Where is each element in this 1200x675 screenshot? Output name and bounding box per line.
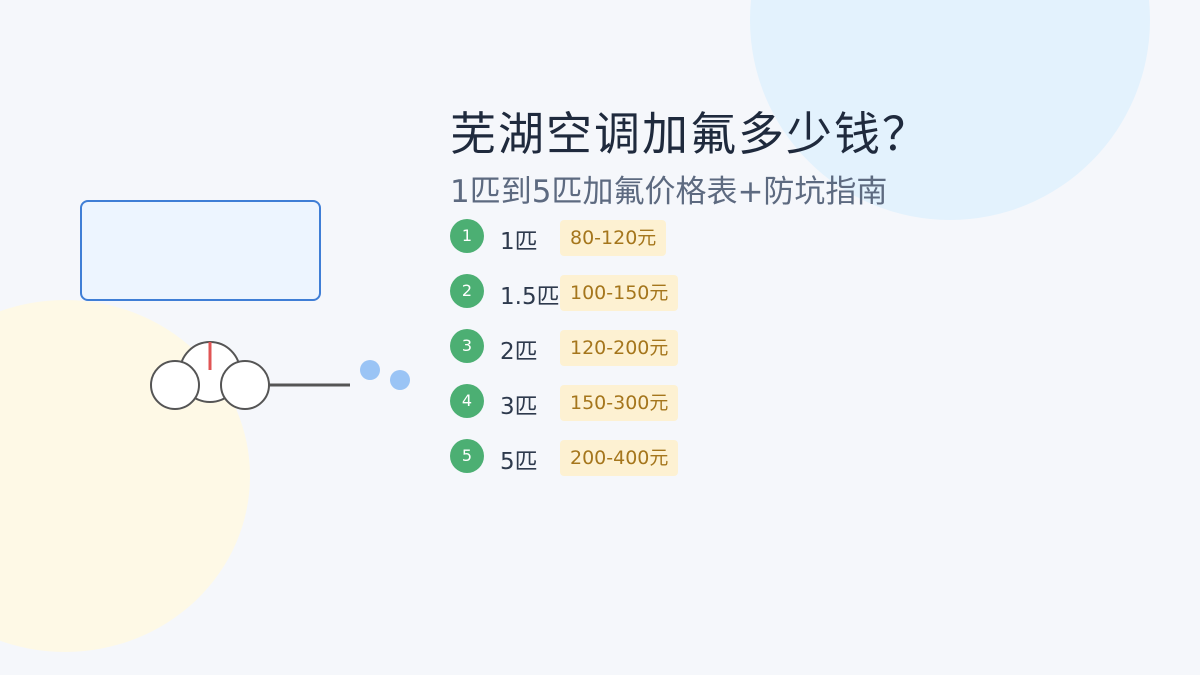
- refrigerant-gauge-icon: [150, 341, 410, 410]
- page-subtitle: 1匹到5匹加氟价格表+防坑指南: [450, 174, 888, 210]
- ac-size-label: 1匹: [500, 229, 538, 255]
- ac-unit-icon: [80, 200, 321, 301]
- number-badge: 4: [450, 384, 484, 418]
- price-range-tag: 120-200元: [560, 330, 679, 366]
- price-range-tag: 80-120元: [560, 220, 667, 256]
- refrigerant-droplet-icon: [390, 370, 410, 390]
- number-badge: 1: [450, 219, 484, 253]
- ac-size-label: 1.5匹: [500, 284, 560, 310]
- gauge-left-port: [150, 360, 200, 410]
- price-item: 2 1.5匹 100-150元: [450, 273, 750, 328]
- price-list: 1 1匹 80-120元 2 1.5匹 100-150元 3 2匹 120-20…: [450, 218, 750, 493]
- ac-size-label: 3匹: [500, 394, 538, 420]
- price-item: 3 2匹 120-200元: [450, 328, 750, 383]
- price-range-tag: 100-150元: [560, 275, 679, 311]
- price-item: 4 3匹 150-300元: [450, 383, 750, 438]
- price-range-tag: 200-400元: [560, 440, 679, 476]
- number-badge: 5: [450, 439, 484, 473]
- refrigerant-droplet-icon: [360, 360, 380, 380]
- price-item: 5 5匹 200-400元: [450, 438, 750, 493]
- ac-size-label: 2匹: [500, 339, 538, 365]
- ac-size-label: 5匹: [500, 449, 538, 475]
- gauge-right-port: [220, 360, 270, 410]
- price-range-tag: 150-300元: [560, 385, 679, 421]
- number-badge: 3: [450, 329, 484, 363]
- page-title: 芜湖空调加氟多少钱？: [450, 107, 930, 161]
- number-badge: 2: [450, 274, 484, 308]
- price-item: 1 1匹 80-120元: [450, 218, 750, 273]
